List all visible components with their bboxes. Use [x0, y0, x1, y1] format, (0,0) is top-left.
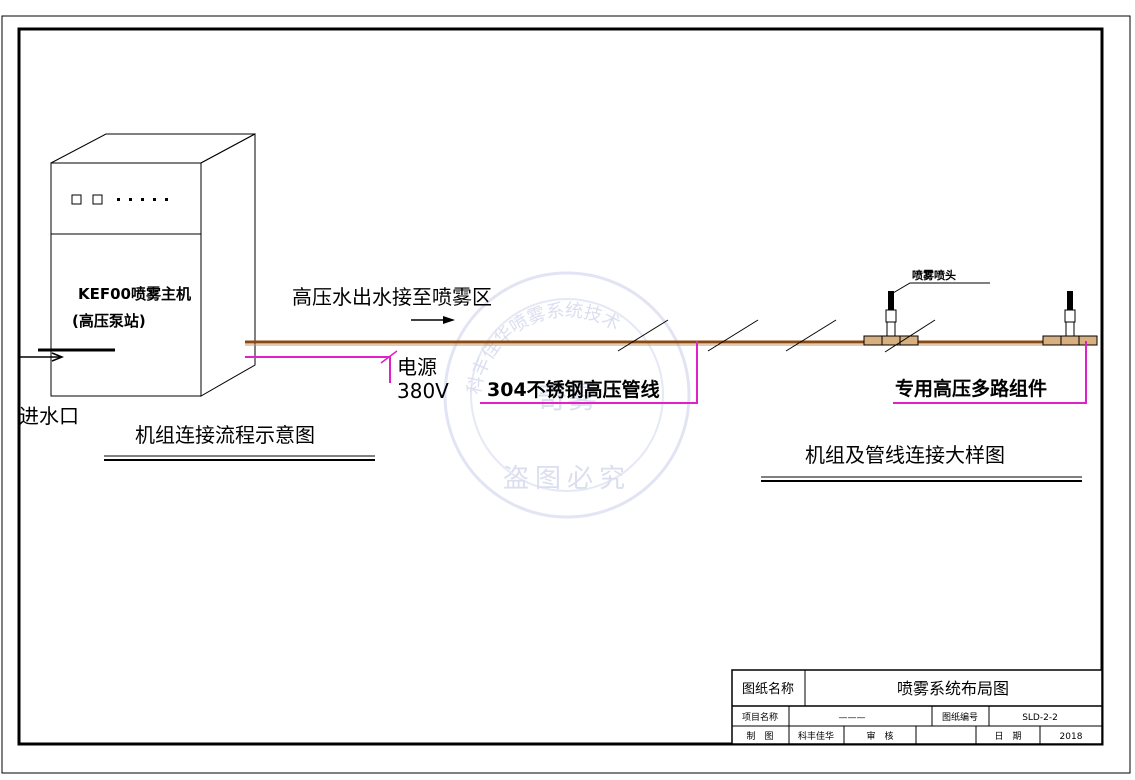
title-block-project-value: ——— — [839, 713, 866, 723]
nozzle-label: 喷雾喷头 — [912, 268, 956, 282]
title-block-drawn-value: 科丰佳华 — [798, 730, 834, 742]
pump-station-label: KEF00喷雾主机 — [78, 285, 191, 303]
indicator-dots — [117, 198, 168, 201]
hp-outlet-label: 高压水出水接至喷雾区 — [292, 285, 492, 309]
title-block-project-label: 项目名称 — [742, 711, 778, 723]
caption-left-underline — [104, 455, 375, 461]
pipe-break-marks — [617, 319, 837, 352]
manifold-leader — [893, 341, 1087, 404]
caption-left: 机组连接流程示意图 — [135, 423, 315, 447]
indicator-lamp — [71, 194, 82, 205]
water-inlet-pipe — [20, 348, 115, 362]
nozzle-icon — [1067, 291, 1073, 310]
title-block-number-label: 图纸编号 — [942, 711, 978, 723]
power-voltage-label: 380V — [397, 379, 449, 403]
title-block-name-label: 图纸名称 — [742, 681, 794, 697]
pump-station-sublabel: (高压泵站) — [72, 312, 146, 330]
high-pressure-pipeline — [245, 340, 1097, 346]
title-block-review-label: 审 核 — [866, 730, 893, 742]
watermark-bottom-text: 盗图必究 — [503, 464, 631, 494]
indicator-lamp — [92, 194, 103, 205]
nozzle-icon — [888, 291, 894, 310]
title-block-date-value: 2018 — [1060, 732, 1083, 742]
nozzle-leader — [892, 282, 990, 294]
manifold-assembly — [1042, 291, 1098, 346]
water-inlet-label: 进水口 — [19, 404, 79, 428]
caption-right-underline — [761, 476, 1082, 482]
power-label: 电源 — [397, 355, 437, 379]
flow-direction-arrow — [411, 316, 455, 324]
manifold-assembly — [863, 291, 936, 353]
title-block-name-value: 喷雾系统布局图 — [897, 679, 1009, 698]
power-cable — [245, 350, 398, 383]
caption-right: 机组及管线连接大样图 — [805, 443, 1005, 467]
pipeline-label: 304不锈钢高压管线 — [487, 378, 660, 401]
pump-station-cabinet — [50, 133, 256, 397]
title-block — [731, 669, 1103, 745]
watermark-center-text: 奇雾 — [537, 381, 597, 416]
title-block-date-label: 日 期 — [994, 731, 1021, 742]
drawing-frame — [17, 27, 1104, 746]
title-block-drawn-label: 制 图 — [746, 730, 773, 742]
outer-sheet-border — [1, 15, 1131, 774]
pipeline-leader — [480, 341, 698, 404]
manifold-label: 专用高压多路组件 — [895, 377, 1047, 400]
title-block-number-value: SLD-2-2 — [1022, 713, 1058, 723]
